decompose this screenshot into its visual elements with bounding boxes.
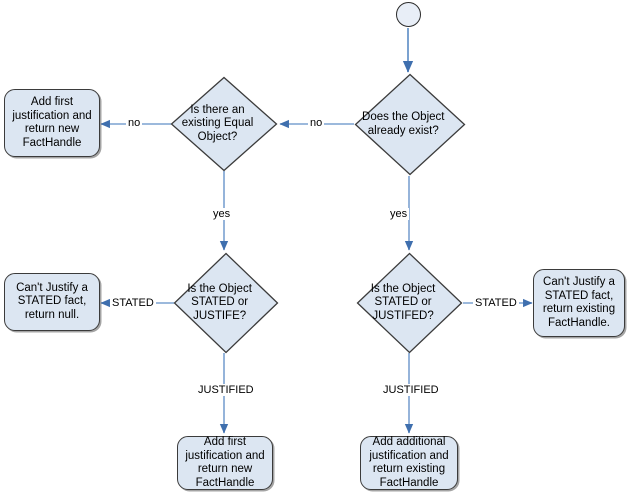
terminal-line: justification and <box>185 449 265 462</box>
terminal-line: return existing <box>542 303 616 315</box>
terminal-line: FactHandle <box>379 476 439 489</box>
terminal-add-first-justification-top[interactable]: Add first justification and return new F… <box>4 89 100 157</box>
diamond-shape <box>354 73 466 176</box>
terminal-line: return new <box>24 123 80 135</box>
edge-label-stated-left: STATED <box>110 297 156 309</box>
start-node[interactable] <box>396 2 421 27</box>
decision-does-object-exist[interactable]: Does the Object already exist? <box>354 73 466 176</box>
terminal-cant-justify-return-null[interactable]: Can't Justify a STATED fact, return null… <box>4 273 100 331</box>
terminal-line: FactHandle <box>22 136 82 149</box>
terminal-cant-justify-return-existing[interactable]: Can't Justify a STATED fact, return exis… <box>533 269 625 337</box>
terminal-line: Add first <box>30 96 74 108</box>
terminal-line: Add additional <box>372 436 446 448</box>
decision-stated-or-justifed[interactable]: Is the Object STATED or JUSTIFED? <box>356 252 463 354</box>
terminal-text: Add additional justification and return … <box>369 436 448 490</box>
edge-label-no-right: no <box>308 117 325 129</box>
edge-label-justified-right: JUSTIFIED <box>381 384 441 396</box>
edge-label-justified-left: JUSTIFIED <box>196 384 256 396</box>
decision-existing-equal-object[interactable]: Is there an existing Equal Object? <box>170 76 278 172</box>
terminal-add-first-justification-bottom[interactable]: Add first justification and return new F… <box>177 436 273 490</box>
diamond-shape <box>173 252 279 354</box>
terminal-line: justification and <box>12 109 92 122</box>
terminal-line: Can't Justify a <box>543 276 615 288</box>
terminal-line: justification and <box>369 449 449 462</box>
terminal-add-additional-justification[interactable]: Add additional justification and return … <box>360 436 458 490</box>
terminal-text: Can't Justify a STATED fact, return null… <box>16 282 88 323</box>
terminal-line: STATED fact, <box>17 295 87 308</box>
terminal-line: return existing <box>372 463 446 475</box>
terminal-text: Add first justification and return new F… <box>185 436 264 490</box>
diamond-shape <box>356 252 463 354</box>
edge-label-no-left: no <box>126 117 143 129</box>
terminal-line: Add first <box>203 436 247 448</box>
terminal-text: Can't Justify a STATED fact, return exis… <box>543 276 615 330</box>
terminal-line: FactHandle <box>195 476 255 489</box>
terminal-line: FactHandle. <box>547 316 610 329</box>
decision-stated-or-justife[interactable]: Is the Object STATED or JUSTIFE? <box>173 252 279 354</box>
edge-label-stated-right: STATED <box>473 297 519 309</box>
terminal-text: Add first justification and return new F… <box>12 96 91 150</box>
edge-label-yes-right: yes <box>388 208 410 220</box>
edge-label-yes-left: yes <box>211 208 233 220</box>
terminal-line: Can't Justify a <box>16 281 88 294</box>
terminal-line: STATED fact, <box>544 289 614 302</box>
terminal-line: return null. <box>24 308 80 321</box>
terminal-line: return new <box>197 463 253 475</box>
diamond-shape <box>170 76 278 172</box>
